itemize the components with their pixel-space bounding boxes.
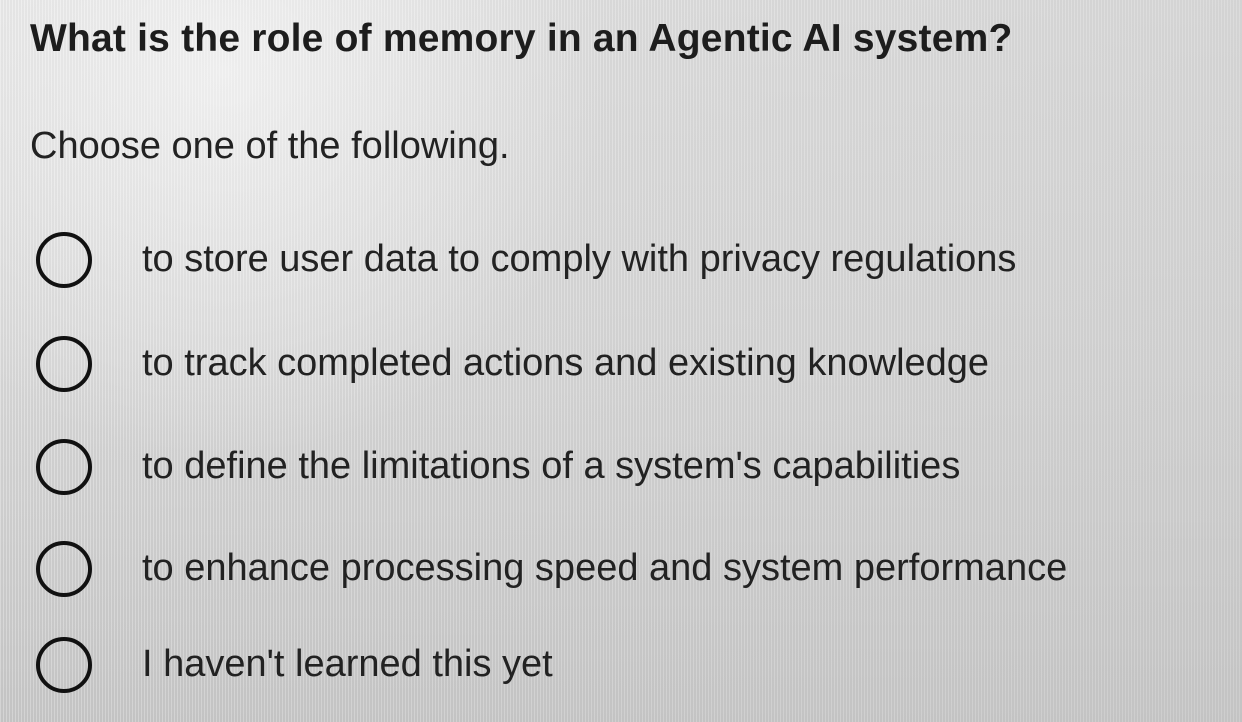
radio-unselected-icon[interactable] <box>36 637 92 693</box>
answer-option-4[interactable]: to enhance processing speed and system p… <box>36 534 1226 604</box>
question-title: What is the role of memory in an Agentic… <box>30 17 1013 60</box>
answer-option-2[interactable]: to track completed actions and existing … <box>36 329 1226 399</box>
radio-unselected-icon[interactable] <box>36 439 92 495</box>
radio-unselected-icon[interactable] <box>36 232 92 288</box>
answer-option-label: to track completed actions and existing … <box>142 342 990 385</box>
instruction-text: Choose one of the following. <box>30 125 510 167</box>
radio-unselected-icon[interactable] <box>36 336 92 392</box>
answer-option-5[interactable]: I haven't learned this yet <box>36 630 1226 700</box>
answer-option-1[interactable]: to store user data to comply with privac… <box>36 225 1226 295</box>
answer-option-label: to define the limitations of a system's … <box>142 445 961 488</box>
answer-option-label: I haven't learned this yet <box>142 643 553 686</box>
answer-option-label: to enhance processing speed and system p… <box>142 547 1068 590</box>
answer-option-label: to store user data to comply with privac… <box>142 238 1017 281</box>
radio-unselected-icon[interactable] <box>36 541 92 597</box>
answer-option-3[interactable]: to define the limitations of a system's … <box>36 432 1226 502</box>
